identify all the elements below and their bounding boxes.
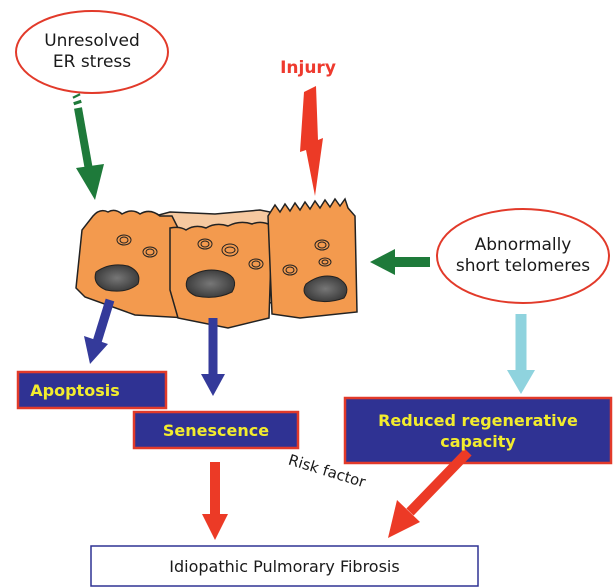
regen-label: Reduced regenerative capacity: [347, 400, 609, 461]
epithelial-cells-illustration: [76, 199, 357, 328]
nucleus-middle: [186, 270, 234, 297]
injury-label: Injury: [268, 54, 348, 82]
telomeres-to-cells-arrow: [370, 249, 430, 275]
ipf-label: Idiopathic Pulmorary Fibrosis: [92, 547, 477, 585]
er-stress-arrow: [76, 95, 104, 200]
regen-to-ipf-arrow: [388, 452, 468, 538]
telomeres-label: Abnormally short telomeres: [440, 220, 606, 292]
apoptosis-label: Apoptosis: [20, 374, 130, 406]
er-stress-label: Unresolved ER stress: [18, 18, 166, 86]
telomeres-to-regen-arrow: [507, 314, 535, 394]
injury-bolt: [300, 86, 323, 196]
nucleus-left: [95, 265, 139, 291]
senescence-to-ipf-arrow: [202, 462, 228, 540]
cells-to-senescence-arrow: [201, 318, 225, 396]
cells-to-apoptosis-arrow: [84, 300, 110, 364]
